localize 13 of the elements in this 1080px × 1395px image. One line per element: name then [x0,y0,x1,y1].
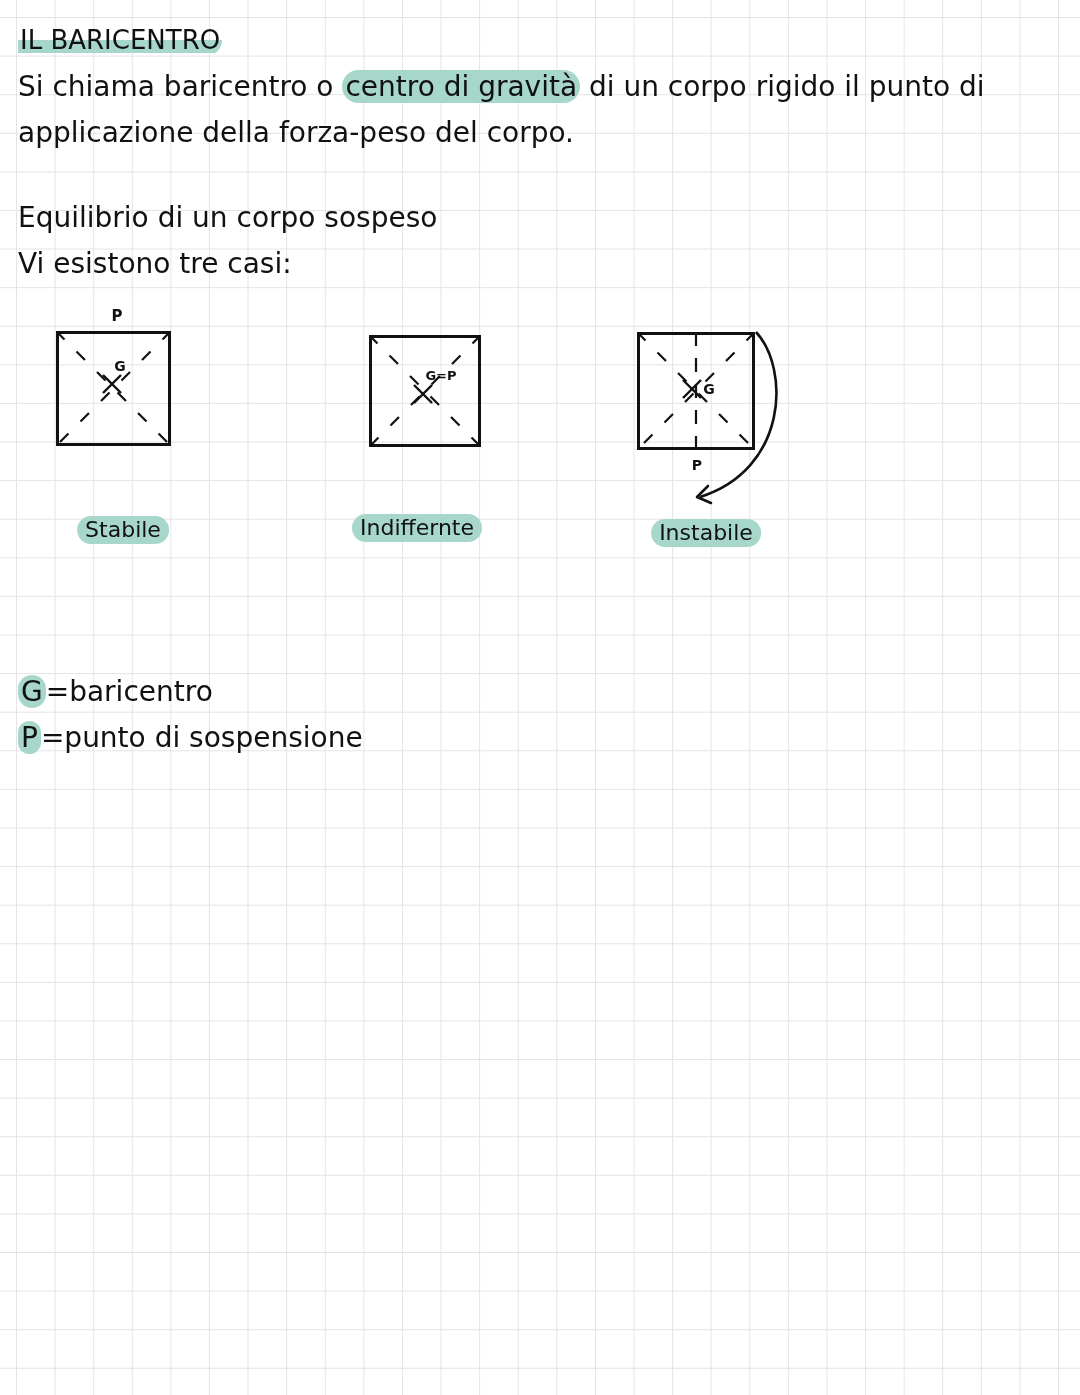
point-label: G=P [425,368,457,382]
definition-text: P=punto di sospensione [18,718,718,758]
case-caption: Stabile [77,516,169,544]
point-label: G [703,382,715,396]
paragraph: Si chiama baricentro o centro di gravità di un corpo rigido il punto di applicazione della forza-peso del corpo. [18,69,986,151]
definition-text: G=baricentro [18,672,718,712]
case-caption: Instabile [651,519,761,547]
text-line: Equilibrio di un corpo sospeso [18,200,439,236]
case-caption: Indiffernte [352,514,482,542]
point-label: G [114,359,126,373]
text-line: Vi esistono tre casi: [18,246,293,282]
point-label: P [691,458,703,472]
point-label: P [111,308,123,324]
